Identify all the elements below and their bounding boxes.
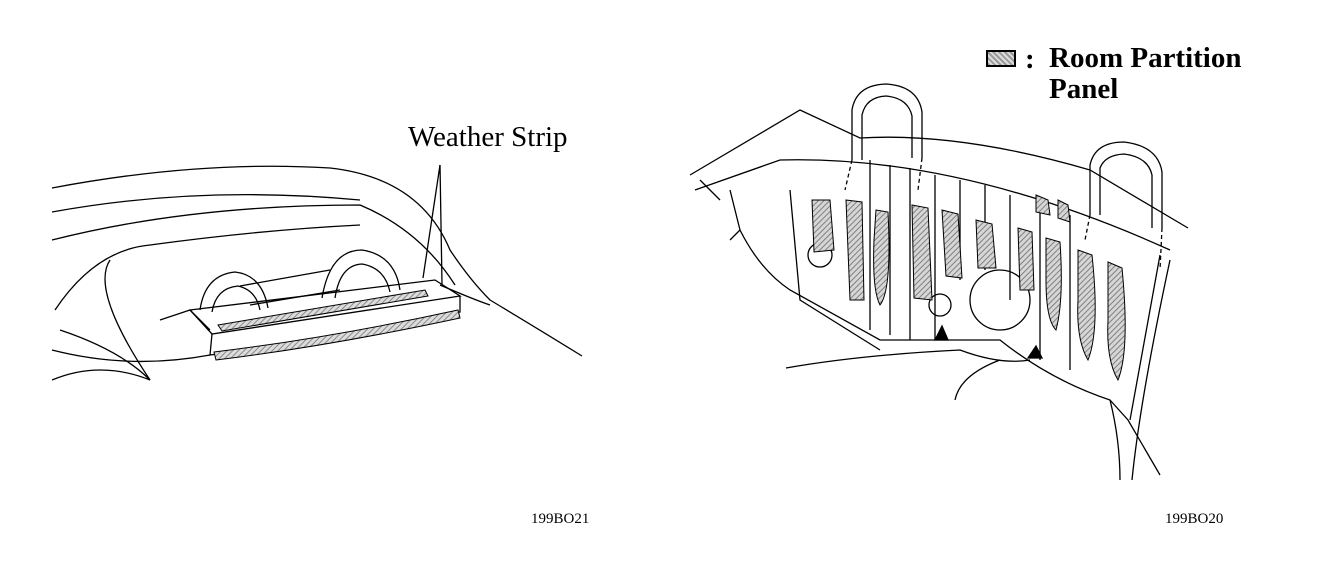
weather-strip-label: Weather Strip xyxy=(408,121,568,153)
figure-code-right: 199BO20 xyxy=(1165,511,1224,527)
figure-code-left: 199BO21 xyxy=(531,511,590,527)
partition-panel-slots xyxy=(811,194,1126,382)
legend-hatch-swatch xyxy=(986,50,1016,67)
weather-strip-lower xyxy=(213,309,461,361)
legend-label: Room Partition Panel xyxy=(1049,42,1242,105)
legend-separator: : xyxy=(1025,43,1035,75)
convertible-rear-illustration xyxy=(51,164,583,381)
weather-strip-upper xyxy=(217,289,429,332)
